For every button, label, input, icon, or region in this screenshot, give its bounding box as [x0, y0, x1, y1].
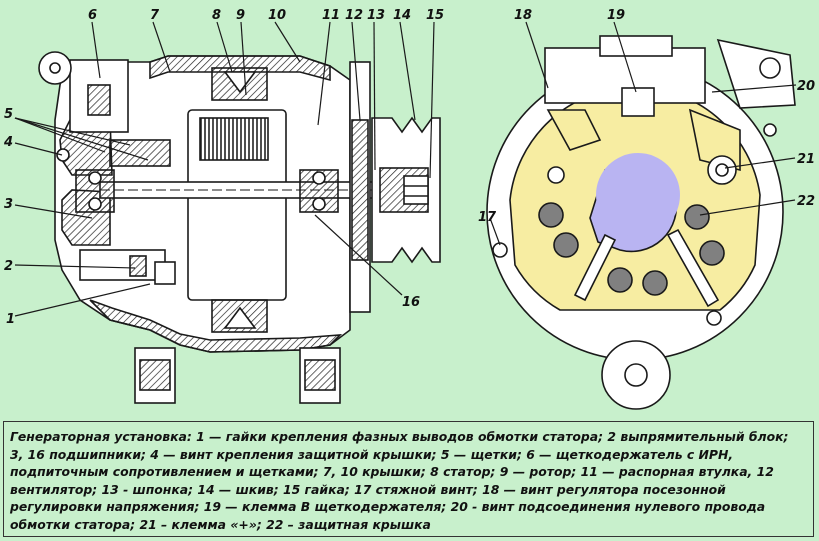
- callout-3: 3: [4, 197, 13, 212]
- callout-1: 1: [6, 312, 15, 327]
- callout-2: 2: [4, 259, 13, 274]
- callout-14: 14: [393, 8, 411, 23]
- callout-7: 7: [150, 8, 160, 23]
- callout-4: 4: [3, 135, 13, 150]
- callout-8: 8: [212, 8, 221, 23]
- callout-12: 12: [345, 8, 363, 23]
- callout-20: 20: [797, 79, 815, 94]
- callout-11: 11: [322, 8, 340, 23]
- side-section-view: [38, 51, 441, 404]
- caption-box: Генераторная установка: 1 — гайки крепле…: [3, 421, 814, 537]
- leader-lines: [14, 21, 797, 317]
- callouts-left: 6 7 8 9 10 11 12 13 14 15 5 4 3 2 1 16: [3, 8, 444, 327]
- callouts-right: 18 19 20 21 22 17: [478, 8, 815, 225]
- end-view: [486, 35, 796, 410]
- generator-diagram: 6 7 8 9 10 11 12 13 14 15 5 4 3 2 1 16 1…: [3, 8, 815, 410]
- callout-13: 13: [367, 8, 385, 23]
- callout-22: 22: [797, 194, 815, 209]
- callout-16: 16: [402, 295, 420, 310]
- callout-6: 6: [88, 8, 97, 23]
- callout-15: 15: [426, 8, 444, 23]
- callout-21: 21: [797, 152, 815, 167]
- callout-18: 18: [514, 8, 532, 23]
- caption-text: Генераторная установка: 1 — гайки крепле…: [10, 429, 789, 532]
- callout-9: 9: [236, 8, 245, 23]
- callout-10: 10: [268, 8, 286, 23]
- callout-19: 19: [607, 8, 625, 23]
- callout-5: 5: [4, 107, 13, 122]
- callout-17: 17: [478, 210, 497, 225]
